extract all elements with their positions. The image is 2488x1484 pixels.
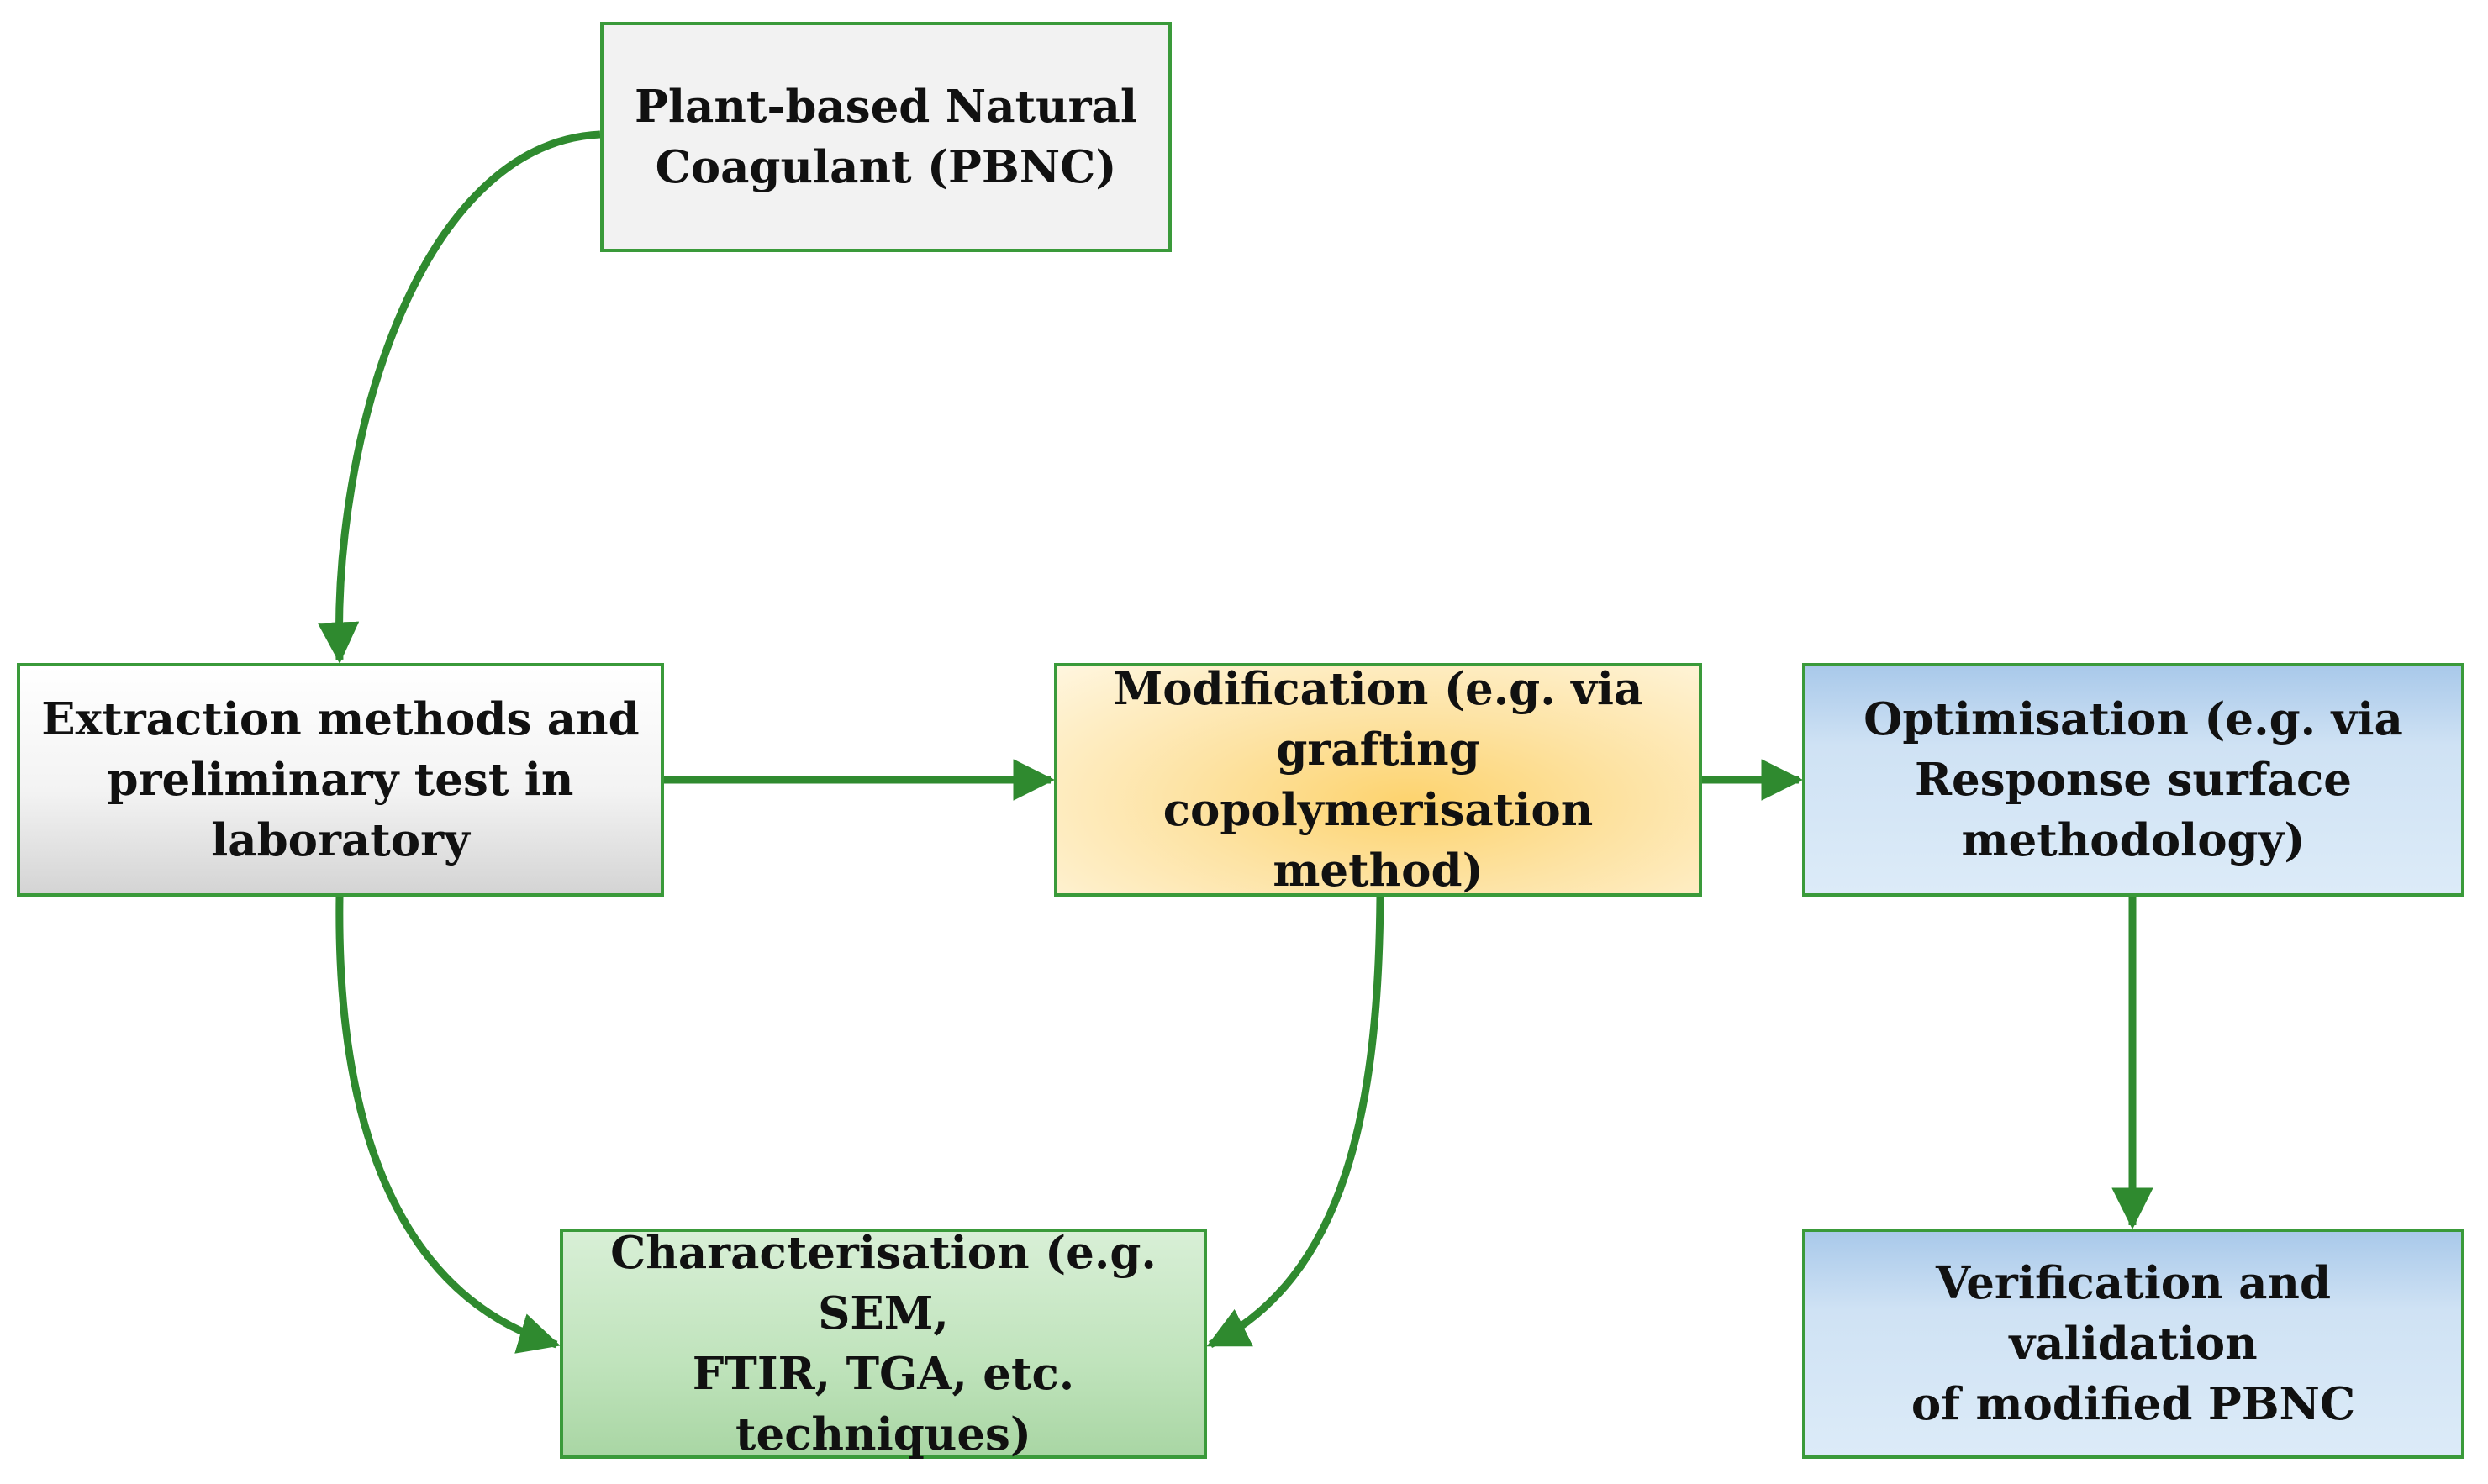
node-label-line: Coagulant (PBNC) — [655, 141, 1117, 193]
node-optimisation: Optimisation (e.g. via Response surface … — [1802, 663, 2464, 897]
node-label-line: Response surface — [1914, 754, 2352, 806]
node-plant-based-natural-coagulant: Plant-based Natural Coagulant (PBNC) — [600, 22, 1172, 252]
arrow-modification-to-characterisation — [1206, 896, 1384, 1349]
node-label-line: preliminary test in — [107, 754, 574, 806]
node-modification: Modification (e.g. via grafting copolyme… — [1054, 663, 1702, 897]
node-label-line: Modification (e.g. via — [1113, 663, 1643, 715]
node-label-line: methodology) — [1961, 814, 2306, 866]
node-label-line: of modified PBNC — [1911, 1378, 2356, 1430]
node-label-line: Optimisation (e.g. via — [1863, 693, 2403, 745]
node-characterisation: Characterisation (e.g. SEM, FTIR, TGA, e… — [560, 1227, 1207, 1460]
node-label-line: FTIR, TGA, etc. techniques) — [692, 1348, 1075, 1460]
arrow-extraction-to-characterisation — [335, 896, 561, 1354]
node-label-line: method) — [1273, 845, 1484, 897]
arrow-pbnc-to-extraction — [317, 130, 601, 664]
node-label-line: laboratory — [211, 814, 470, 866]
node-label-line: Verification and validation — [1935, 1257, 2332, 1370]
node-label-line: grafting copolymerisation — [1162, 724, 1594, 836]
node-label-line: Extraction methods and — [41, 693, 640, 745]
node-label-line: Plant-based Natural — [634, 81, 1137, 133]
node-extraction-methods: Extraction methods and preliminary test … — [17, 663, 664, 897]
node-verification-validation: Verification and validation of modified … — [1802, 1229, 2464, 1459]
node-label-line: Characterisation (e.g. SEM, — [610, 1227, 1157, 1339]
